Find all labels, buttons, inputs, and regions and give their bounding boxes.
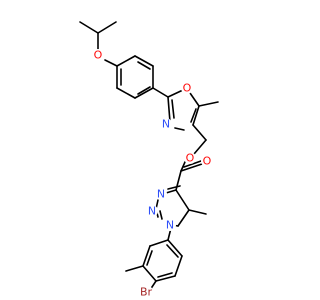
nitrogen-triazole-1-label: N bbox=[155, 188, 167, 201]
bonds bbox=[79, 21, 219, 291]
bromine-text: Br bbox=[140, 286, 153, 299]
oxygen-ester-label: O bbox=[184, 152, 196, 165]
nitrogen-triazole-2-text: N bbox=[148, 205, 156, 218]
oxygen-ether-label: O bbox=[92, 49, 104, 62]
bromine-label: Br bbox=[139, 285, 153, 299]
oxygen-ether-text: O bbox=[94, 49, 103, 62]
nitrogen-triazole-2-label: N bbox=[146, 205, 158, 218]
nitrogen-triazole-3-text: N bbox=[166, 219, 174, 232]
nitrogen-triazole-3-label: N bbox=[164, 219, 176, 232]
oxygen-carbonyl-label: O bbox=[201, 155, 213, 168]
oxygen-oxazole-label: O bbox=[181, 82, 193, 95]
oxygen-oxazole-text: O bbox=[183, 82, 192, 95]
nitrogen-oxazole-text: N bbox=[162, 118, 170, 131]
nitrogen-oxazole-label: N bbox=[160, 118, 172, 131]
oxygen-carbonyl-text: O bbox=[203, 155, 212, 168]
molecule-structure-diagram: O O N O O N N N bbox=[0, 0, 300, 300]
atom-labels: O O N O O N N N bbox=[92, 49, 213, 299]
oxygen-ester-text: O bbox=[186, 152, 195, 165]
nitrogen-triazole-1-text: N bbox=[157, 188, 165, 201]
canvas-background bbox=[0, 0, 300, 300]
